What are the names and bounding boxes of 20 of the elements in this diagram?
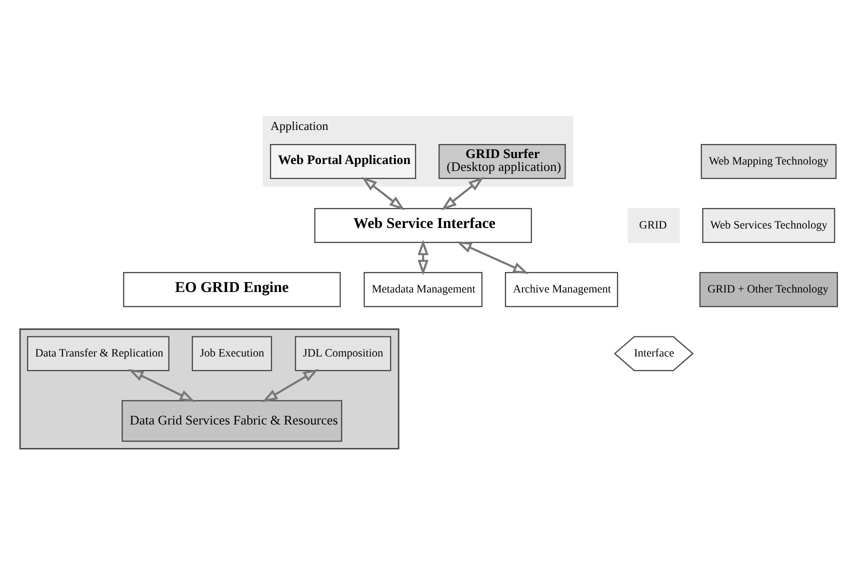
- arrow: [128, 369, 196, 402]
- arrow: [262, 368, 319, 402]
- node-box: Archive Management: [504, 272, 618, 308]
- node-box: Data Grid Services Fabric & Resources: [122, 400, 342, 442]
- node-box: Job Execution: [192, 336, 272, 372]
- arrow: [362, 176, 405, 210]
- arrow: [456, 241, 529, 274]
- node-box: EO GRID Engine: [123, 272, 341, 308]
- node-box: Web Services Technology: [702, 208, 836, 244]
- cluster: [19, 328, 400, 450]
- node-box: Web Portal Application: [270, 144, 416, 180]
- node-box: JDL Composition: [294, 336, 392, 372]
- node-box: Web Service Interface: [314, 208, 532, 244]
- arrow: [441, 176, 484, 210]
- node-box: Data Transfer & Replication: [27, 336, 170, 372]
- node-box: GRID + Other Technology: [699, 272, 838, 308]
- arrow: [418, 240, 428, 276]
- node-box: Metadata Management: [364, 272, 482, 308]
- node-box: Web Mapping Technology: [700, 144, 837, 180]
- node-box: GRID Surfer (Desktop application): [438, 144, 566, 180]
